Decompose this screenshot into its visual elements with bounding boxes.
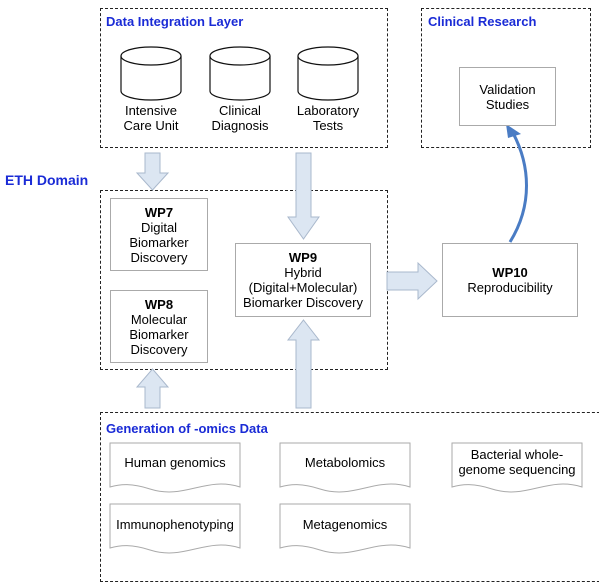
arrow-up-icon: [135, 368, 170, 409]
wp7-box: WP7 Digital Biomarker Discovery: [110, 198, 208, 271]
wp10-box: WP10 Reproducibility: [442, 243, 578, 317]
eth-domain-title: ETH Domain: [5, 172, 89, 188]
document-icon: [279, 503, 411, 554]
database-icon: [297, 46, 359, 101]
arrow-down-icon: [135, 152, 170, 191]
omics-title: Generation of -omics Data: [106, 421, 268, 436]
doc-bacterial-wgs: Bacterial whole- genome sequencing: [458, 447, 576, 477]
doc-metagenomics: Metagenomics: [302, 517, 388, 532]
document-icon: [279, 442, 411, 493]
arrowhead-icon: [506, 124, 521, 138]
data-integration-title: Data Integration Layer: [106, 14, 244, 29]
wp7-title: WP7: [144, 204, 174, 220]
wp9-title: WP9: [288, 250, 318, 265]
document-icon: [109, 503, 241, 554]
clinical-research-title: Clinical Research: [428, 14, 537, 29]
document-icon: [451, 442, 583, 493]
wp10-title: WP10: [492, 265, 528, 280]
database-icon: [120, 46, 182, 101]
curved-arrow-icon: [508, 132, 528, 243]
validation-studies-box: Validation Studies: [459, 67, 556, 126]
database-icon: [209, 46, 271, 101]
document-icon: [109, 442, 241, 493]
clinical-research-box: [421, 8, 591, 148]
wp9-box: WP9 Hybrid (Digital+Molecular) Biomarker…: [235, 243, 371, 317]
arrow-right-icon: [386, 261, 438, 301]
doc-human-genomics: Human genomics: [124, 455, 226, 470]
arrow-down-icon: [287, 152, 320, 240]
wp8-box: WP8 Molecular Biomarker Discovery: [110, 290, 208, 363]
doc-metabolomics: Metabolomics: [304, 455, 386, 470]
doc-immunophenotyping: Immunophenotyping: [116, 517, 234, 532]
arrow-up-icon: [286, 319, 321, 409]
wp8-title: WP8: [144, 296, 174, 312]
diagram-graphics: [109, 46, 583, 554]
data-integration-layer-box: [100, 8, 388, 148]
